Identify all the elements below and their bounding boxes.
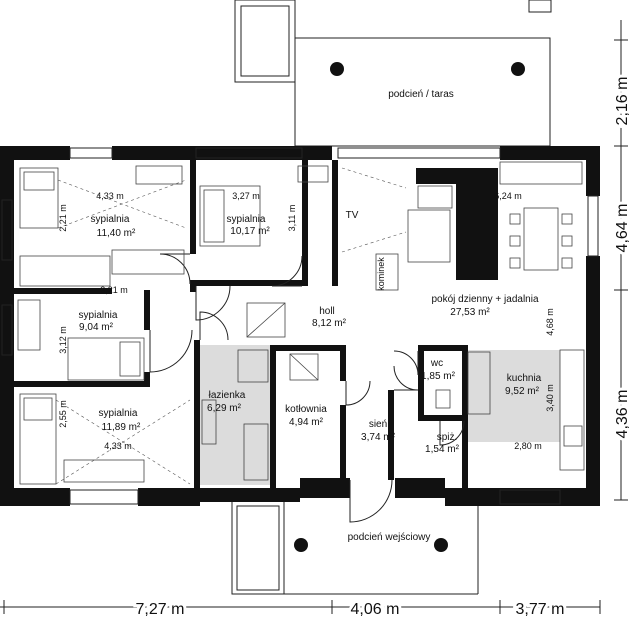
room-name-kuchnia: kuchnia: [507, 373, 542, 384]
room-area-kuchnia: 9,52 m²: [505, 386, 540, 397]
room-name-sypialnia-3: sypialnia: [79, 310, 118, 321]
dim-sp1-width: 4,33 m: [96, 191, 124, 201]
inner-dimensions: 4,33 m 2,21 m 3,27 m 3,11 m 6,24 m 3,21 …: [58, 191, 555, 451]
room-name-holl: holl: [319, 306, 335, 317]
room-area-spiz: 1,54 m²: [425, 444, 460, 455]
dim-sp4-width: 4,33 m: [104, 441, 132, 451]
label-kominek: kominek: [376, 257, 386, 291]
dim-sp1-depth: 2,21 m: [58, 204, 68, 232]
room-area-sypialnia-1: 11,40 m²: [97, 228, 136, 239]
room-area-lazienka: 6,29 m²: [207, 403, 242, 414]
dim-sp3-width: 3,21 m: [100, 285, 128, 295]
column-porch-2: [434, 538, 448, 552]
terrace-outline: [234, 0, 552, 147]
dim-bottom-right: 3,77 m: [516, 601, 565, 618]
outer-dimension-lines: [0, 20, 628, 614]
room-area-sypialnia-3: 9,04 m²: [79, 322, 114, 333]
dim-sp2-depth: 3,11 m: [287, 205, 297, 232]
interior-walls: [14, 146, 468, 488]
outer-dimensions: 7,27 m 4,06 m 3,77 m 2,16 m 4,64 m 4,36 …: [133, 74, 634, 621]
label-tv: TV: [346, 210, 359, 221]
room-area-sypialnia-2: 10,17 m²: [230, 226, 270, 237]
bathroom-floor: [200, 345, 272, 485]
dim-sp2-width: 3,27 m: [232, 191, 260, 201]
column-terrace-2: [511, 62, 525, 76]
dim-kitchen-width: 2,80 m: [514, 441, 542, 451]
room-area-dzienny: 27,53 m²: [450, 307, 490, 318]
room-name-spiz: spiż.: [437, 432, 458, 443]
dim-right-middle: 4,64 m: [614, 204, 631, 253]
kitchen-floor: [468, 350, 560, 442]
room-area-sypialnia-4: 11,89 m²: [102, 422, 141, 433]
dim-living-depth: 4,68 m: [545, 308, 555, 336]
room-name-podcien-wejsciowy: podcień wejściowy: [348, 532, 431, 543]
room-name-dzienny: pokój dzienny + jadalnia: [431, 294, 538, 305]
room-area-holl: 8,12 m²: [312, 318, 347, 329]
room-name-taras: podcień / taras: [388, 89, 454, 100]
room-name-sypialnia-4: sypialnia: [99, 408, 138, 419]
room-name-lazienka: łazienka: [209, 390, 246, 401]
room-name-podcien-wejsciowy-text: podcień wejściowy: [348, 532, 431, 543]
room-area-kotlownia: 4,94 m²: [289, 417, 324, 428]
column-porch-1: [294, 538, 308, 552]
windows: [1, 147, 599, 505]
room-name-sypialnia-1: sypialnia: [91, 214, 130, 225]
dim-right-bottom: 4,36 m: [614, 390, 631, 439]
room-name-wc: wc: [430, 358, 443, 369]
dim-bottom-left: 7,27 m: [136, 601, 185, 618]
dim-sp3-depth: 3,12 m: [58, 326, 68, 354]
room-area-sien: 3,74 m²: [361, 432, 396, 443]
dim-kitchen-depth: 3,40 m: [545, 384, 555, 412]
room-area-wc: 1,85 m²: [421, 371, 456, 382]
column-terrace-1: [330, 62, 344, 76]
dim-bottom-middle: 4,06 m: [351, 601, 400, 618]
entrance-porch-outline: [231, 499, 479, 595]
room-name-sypialnia-2: sypialnia: [227, 214, 266, 225]
dim-living-width: 6,24 m: [494, 191, 522, 201]
exterior-walls: [0, 146, 600, 506]
room-labels: podcień / taras sypialnia 11,40 m² sypia…: [79, 89, 542, 543]
room-name-kotlownia: kotłownia: [285, 404, 327, 415]
furniture: [17, 161, 585, 485]
dim-right-top: 2,16 m: [614, 77, 631, 126]
doors: [149, 253, 465, 523]
room-name-sien: sień: [369, 419, 387, 430]
dim-sp4-depth: 2,55 m: [58, 400, 68, 428]
